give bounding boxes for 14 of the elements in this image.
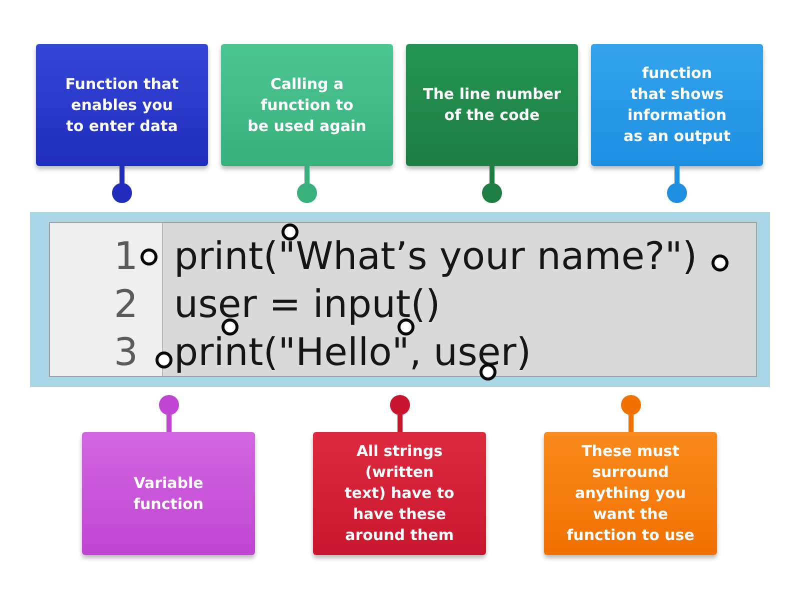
- line-number: 3: [114, 332, 138, 372]
- answer-card: Function that enables you to enter data: [36, 44, 208, 166]
- answer-card: These must surround anything you want the function to use: [544, 432, 717, 555]
- answer-card: All strings (written text) have to have these around them: [313, 432, 486, 555]
- line-number: 2: [114, 284, 138, 324]
- code-line: user = input(): [174, 284, 440, 324]
- line-number: 1: [114, 236, 138, 276]
- answer-card: function that shows information as an output: [591, 44, 763, 166]
- code-line: print("Hello", user): [174, 332, 532, 372]
- code-panel: [30, 212, 770, 387]
- answer-card: Variable function: [82, 432, 255, 555]
- answer-card: Calling a function to be used again: [221, 44, 393, 166]
- code-line: print("What’s your name?"): [174, 236, 698, 276]
- answer-card: The line number of the code: [406, 44, 578, 166]
